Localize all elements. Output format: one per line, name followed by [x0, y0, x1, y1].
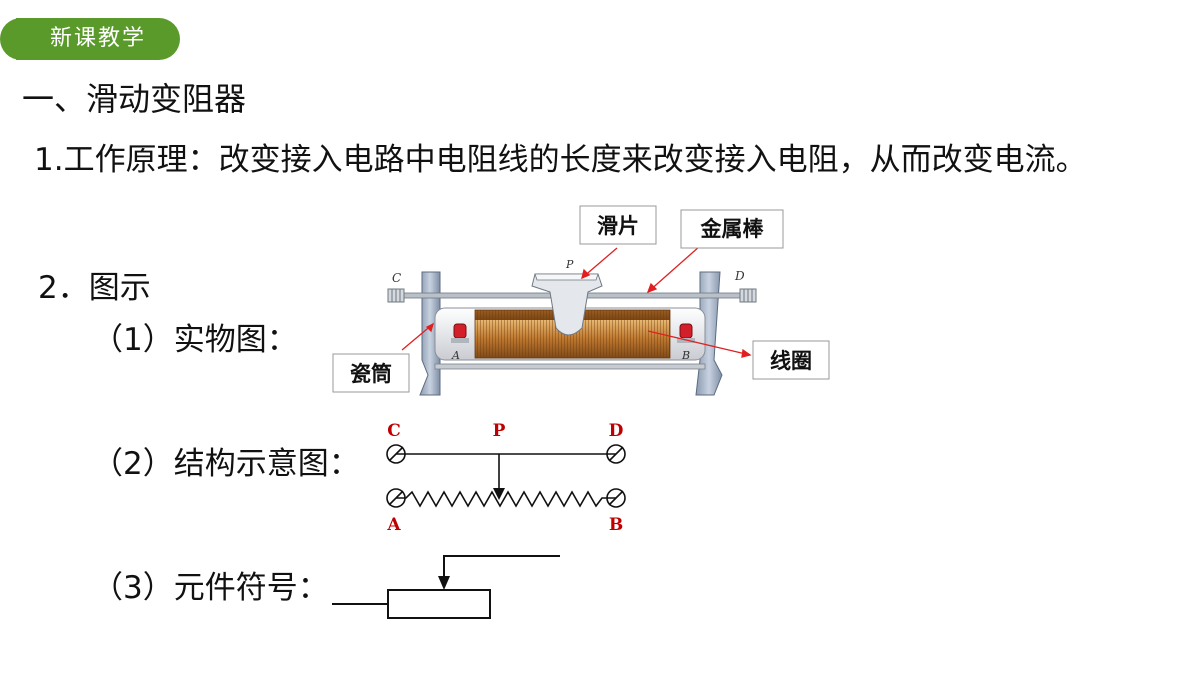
- terminal-d-screw: [739, 288, 757, 303]
- callout-slider: 滑片: [579, 205, 657, 245]
- callout-tube: 瓷筒: [332, 353, 410, 393]
- rheostat-symbol: [332, 555, 560, 619]
- photo-label-p: P: [565, 258, 574, 271]
- rheostat-illustration: C D P A B 滑片 金属棒 瓷筒 线圈: [332, 205, 830, 396]
- structure-schematic: C P D A B: [386, 421, 626, 535]
- photo-label-c: C: [392, 271, 401, 285]
- terminal-a-symbol: [386, 488, 406, 508]
- item-component-symbol: （3）元件符号：: [92, 570, 329, 606]
- callout-slider-text: 滑片: [597, 214, 639, 238]
- terminal-c-screw: [387, 288, 405, 303]
- symbol-resistor-body: [387, 589, 491, 619]
- terminal-a-cap: [451, 323, 469, 343]
- callout-coil: 线圈: [752, 340, 830, 380]
- photo-label-a: A: [451, 349, 460, 362]
- schematic-label-p: P: [493, 421, 506, 441]
- terminal-d-symbol: [606, 444, 626, 464]
- photo-label-b: B: [681, 349, 690, 362]
- slider-arrowhead: [493, 488, 505, 500]
- figure-heading: 2．图示: [38, 270, 151, 306]
- schematic-label-d: D: [609, 421, 624, 441]
- callout-rod: 金属棒: [680, 209, 784, 249]
- terminal-b-symbol: [606, 488, 626, 508]
- callout-tube-text: 瓷筒: [350, 362, 392, 386]
- photo-label-d: D: [734, 269, 745, 283]
- base-rod: [434, 363, 706, 370]
- section-badge: 新课教学: [0, 18, 180, 60]
- working-principle: 1.工作原理：改变接入电路中电阻线的长度来改变接入电阻，从而改变电流。: [34, 142, 1087, 178]
- section-title: 一、滑动变阻器: [22, 80, 247, 118]
- resistance-wire-zigzag: [396, 490, 616, 508]
- schematic-label-b: B: [609, 515, 623, 535]
- callout-coil-text: 线圈: [770, 349, 812, 373]
- arrow-rod: [647, 245, 701, 293]
- symbol-slider-lead: [443, 555, 560, 580]
- item-structure-diagram: （2）结构示意图：: [92, 446, 360, 482]
- terminal-c-symbol: [386, 444, 406, 464]
- symbol-arrowhead: [438, 576, 450, 590]
- item-physical-diagram: （1）实物图：: [92, 322, 298, 358]
- schematic-label-c: C: [387, 421, 401, 441]
- arrow-coil: [647, 330, 751, 356]
- schematic-label-a: A: [386, 515, 401, 535]
- callout-rod-text: 金属棒: [700, 217, 765, 241]
